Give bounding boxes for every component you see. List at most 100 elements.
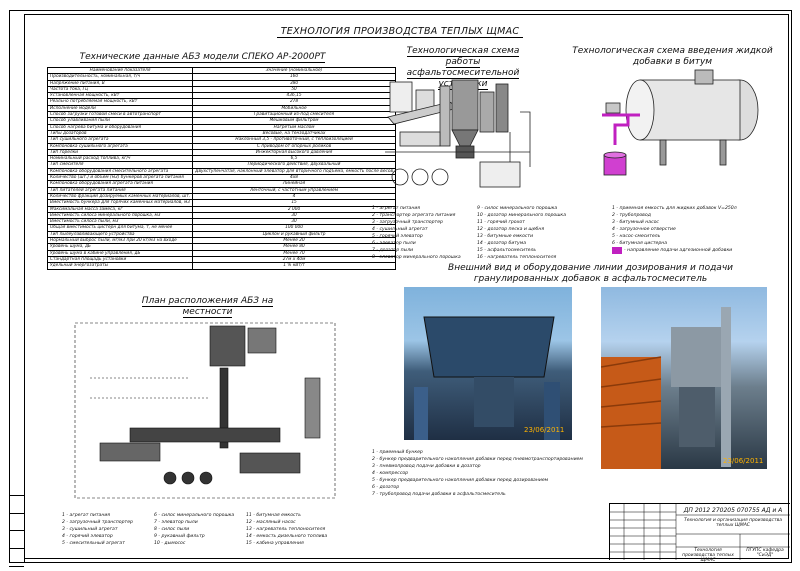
plan-legend-item: 8 - силос пыли <box>154 527 190 532</box>
drawing-code: ДП 2012 270205 070755 АД и А <box>683 507 783 514</box>
additive-title: Технологическая схема введения жидкой до… <box>572 46 773 67</box>
scheme-legend-item: 11 - горячий грохот <box>477 220 525 225</box>
plan-legend-item: 7 - элеватор пыли <box>154 520 198 525</box>
spec-param: Исполнение модели <box>46 104 194 113</box>
spec-param: Способ улавливания пыли <box>46 117 194 125</box>
spec-value: Менее 70 <box>192 249 396 257</box>
spec-param: Количество (шт.) и объем (м3) бункеров а… <box>46 174 194 182</box>
spec-row: Нормальный выброс пыли, мг/м3 при 20 кг/… <box>46 236 396 245</box>
plan-legend-item: 9 - рукавный фильтр <box>154 534 205 539</box>
spec-value: С приводом от опорных роликов <box>192 142 396 150</box>
spec-value: Гравитационный из-под смесителя <box>192 111 396 119</box>
spec-value: 30 <box>192 211 396 220</box>
spec-value: 30 <box>192 218 396 226</box>
spec-param: Нормальный выброс пыли, мг/м3 при 20 кг/… <box>46 236 194 245</box>
scheme-legend-item: 4 - сушильный агрегат <box>372 227 428 232</box>
spec-param: Напряжение питания, В <box>46 79 194 87</box>
spec-row: Вместимость бункера для горячих каменных… <box>46 199 396 207</box>
spec-value: 100 000 <box>192 224 396 232</box>
photo-legend-item: 4 - компрессор <box>372 471 409 476</box>
site-plan-drawing <box>74 322 336 499</box>
plan-title: План расположения АБЗ на местности <box>141 296 274 318</box>
plan-legend-item: 15 - кабина управления <box>246 541 304 546</box>
inner-frame <box>24 14 789 559</box>
photo1-date: 23/06/2011 <box>524 426 564 434</box>
spec-value: 160 <box>192 73 396 81</box>
plan-legend-item: 10 - дымосос <box>154 541 186 546</box>
spec-value: 2 000 <box>192 205 396 213</box>
left-margin-stamp <box>9 478 25 567</box>
plan-legend-item: 6 - силос минерального порошка <box>154 513 235 518</box>
plan-legend-item: 1 - агрегат питания <box>62 513 111 518</box>
photo-legend-item: 6 - дозатор <box>372 485 400 490</box>
additive-legend-item: 5 - насос-смеситель <box>612 234 661 239</box>
spec-param: Производительность, номинальная, т/ч <box>46 73 194 81</box>
scheme-legend-row: 3 - загрузочный транспортер 11 - горячий … <box>372 219 557 226</box>
photo-equipment: 23/06/2011 <box>601 287 767 469</box>
plan-legend: 1 - агрегат питания 6 - силос минеральног… <box>62 512 338 547</box>
spec-value: Весовые, на тензодатчиках <box>192 129 396 138</box>
spec-value: Менее 80 <box>192 243 396 251</box>
spec-value: Циклон и рукавный фильтр <box>192 230 396 239</box>
scheme-legend-item: 12 - дозатор песка и щебня <box>477 227 545 232</box>
spec-value: 1 % кВт/т <box>192 262 396 270</box>
plan-legend-item: 14 - емкость дизельного топлива <box>246 534 328 539</box>
spec-param: Удельный энергозатраты <box>46 262 194 270</box>
scheme-legend-item: 6 - элеватор пыли <box>372 241 416 246</box>
plan-legend-item: 4 - горячий элеватор <box>62 534 113 539</box>
plan-legend-item: 12 - масляный насос <box>246 520 296 525</box>
spec-param: Общая вместимость цистерн для битума, т,… <box>46 224 194 232</box>
additive-scheme-drawing <box>602 69 759 176</box>
scheme-legend-item: 14 - дозатор битума <box>477 241 527 246</box>
scheme-legend-item: 7 - дозатор пыли <box>372 248 414 253</box>
plan-legend-row: 1 - агрегат питания 6 - силос минеральног… <box>62 512 338 519</box>
spec-param: Уровень шума в кабине управления, дБ <box>46 249 194 257</box>
plan-legend-item: 11 - битумная емкость <box>246 513 301 518</box>
spec-table: Наименование показателя Значение (номина… <box>46 66 396 270</box>
spec-value: Менее 20 <box>192 236 396 245</box>
process-scheme-drawing <box>385 79 531 188</box>
scheme-legend-item: 8 - элеватор минерального порошка <box>372 255 461 260</box>
scheme-legend-row: 6 - элеватор пыли 14 - дозатор битума <box>372 240 557 247</box>
scheme-legend-item: 15 - асфальтосмеситель <box>477 248 537 253</box>
spec-value: Двухступенчатая, наклонный элеватор для … <box>192 167 396 176</box>
spec-param: Номинальный расход топлива, кг/ч <box>46 155 194 163</box>
spec-value: Периодического действия, двухвальный <box>192 161 396 169</box>
spec-value: 4х8 <box>192 174 396 182</box>
scheme-legend-item: 3 - загрузочный транспортер <box>372 220 443 225</box>
spec-header-name: Наименование показателя <box>46 66 194 75</box>
spec-value: Нагретым маслом <box>192 123 396 131</box>
spec-title: Технические данные АБЗ модели СПЕКО АР-2… <box>79 52 326 63</box>
spec-row: Количество (шт.) и объем (м3) бункеров а… <box>46 174 396 182</box>
stamp-line1: Технология и организация производства те… <box>683 518 783 528</box>
spec-param: Вместимость силоса минерального порошка,… <box>46 211 194 220</box>
spec-value: Линейная <box>192 180 396 188</box>
spec-header-value: Значение (номинальное) <box>192 66 396 75</box>
photo-legend-item: 7 - трубопровод подачи добавки в асфальт… <box>372 492 506 497</box>
spec-row: Компоновка оборудования смесительного аг… <box>46 167 396 176</box>
photo-dosing-line: 23/06/2011 <box>404 287 572 440</box>
title-block: ДП 2012 270205 070755 АД и А Технология … <box>609 503 790 563</box>
scheme-legend-item: 10 - дозатор минерального порошка <box>477 213 567 218</box>
spec-value: 6,5 <box>192 155 396 163</box>
photo-title: Внешний вид и оборудование линии дозиров… <box>448 263 733 284</box>
plan-legend-item: 13 - нагреватель теплоносителя <box>246 527 326 532</box>
stamp-line3: ПГУПС кафедра "СиЭД" <box>746 548 784 558</box>
spec-value: 4 <box>192 192 396 201</box>
spec-param: Компоновка оборудования агрегата питания <box>46 180 194 188</box>
photo-legend-item: 3 - пневмопровод подачи добавки в дозато… <box>372 464 481 469</box>
spec-param: Способ нагрева битума и оборудования <box>46 123 194 131</box>
photo-legend-item: 1 - приемный бункер <box>372 450 423 455</box>
spec-param: Вместимость бункера для горячих каменных… <box>46 199 194 207</box>
